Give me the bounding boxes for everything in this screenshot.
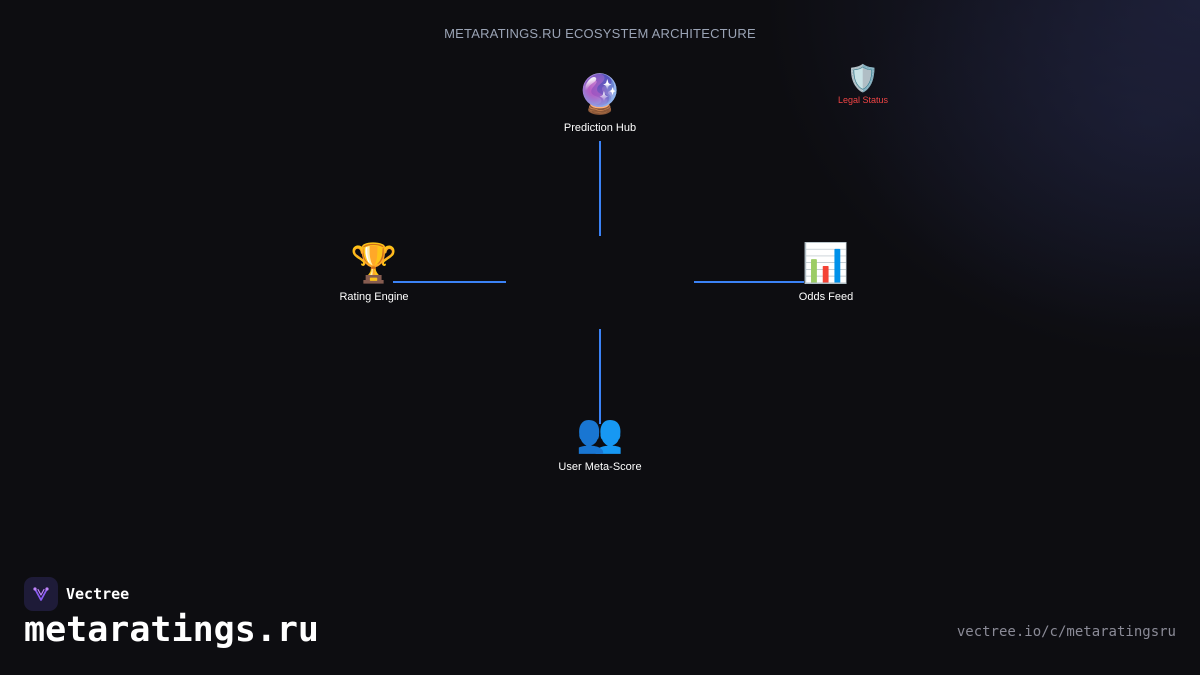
vectree-logo-icon xyxy=(24,577,58,611)
users-icon: 👥 xyxy=(576,413,624,455)
diagram-title: METARATINGS.RU ECOSYSTEM ARCHITECTURE xyxy=(444,26,756,41)
node-prediction-hub[interactable]: 🔮 Prediction Hub xyxy=(564,72,636,134)
node-rating-engine[interactable]: 🏆 Rating Engine xyxy=(339,241,408,303)
site-url-link[interactable]: vectree.io/c/metaratingsru xyxy=(956,624,1176,640)
legal-status-label: Legal Status xyxy=(837,95,889,105)
brand: Vectree xyxy=(24,577,129,611)
trophy-icon: 🏆 xyxy=(350,243,398,285)
node-label-user-meta-score: User Meta-Score xyxy=(558,461,642,473)
shield-icon: 🛡️ xyxy=(846,63,880,93)
node-label-odds-feed: Odds Feed xyxy=(798,291,854,303)
legal-status-badge[interactable]: 🛡️ Legal Status xyxy=(838,62,888,105)
node-label-rating-engine: Rating Engine xyxy=(339,291,409,303)
brand-name: Vectree xyxy=(66,585,130,603)
node-user-meta-score[interactable]: 👥 User Meta-Score xyxy=(558,411,641,473)
node-odds-feed[interactable]: 📊 Odds Feed xyxy=(799,241,853,303)
node-label-prediction-hub: Prediction Hub xyxy=(563,122,637,134)
crystal-ball-icon: 🔮 xyxy=(576,74,624,116)
bar-chart-icon: 📊 xyxy=(802,243,850,285)
site-title: metaratings.ru xyxy=(24,610,320,650)
